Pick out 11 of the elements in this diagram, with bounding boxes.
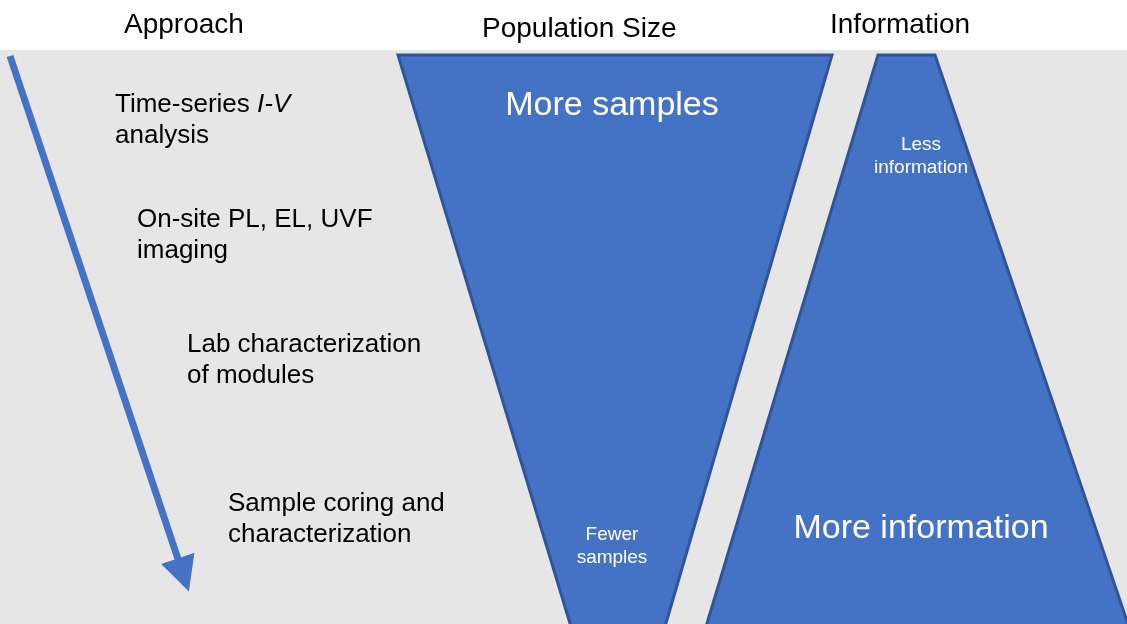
approach-text: On-site PL, EL, UVF imaging [137, 203, 374, 265]
approach-text: Lab characterization of modules [187, 328, 423, 390]
column-heading: Approach [124, 8, 245, 40]
shape-label: More information [793, 507, 1049, 545]
shape-label: More samples [505, 84, 719, 122]
column-heading: Information [830, 8, 972, 40]
approach-text: Time-series I-V analysis [115, 88, 293, 150]
column-heading: Population Size [482, 12, 678, 44]
approach-text: Sample coring and characterization [228, 487, 446, 549]
shape-label: Fewer samples [575, 522, 649, 568]
shape-label: Less information [873, 132, 969, 178]
